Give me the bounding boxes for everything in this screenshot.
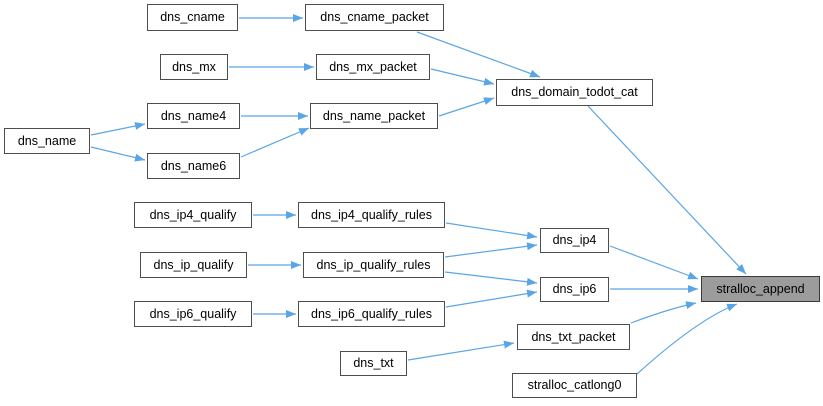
edge-dns_txt_packet-to-stralloc_append bbox=[630, 301, 697, 324]
node-dns_ip_qualify[interactable]: dns_ip_qualify bbox=[140, 252, 247, 278]
edge-dns_domain_todot_cat-to-stralloc_append bbox=[587, 105, 747, 275]
node-dns_name6[interactable]: dns_name6 bbox=[147, 153, 240, 179]
node-dns_name4[interactable]: dns_name4 bbox=[147, 103, 240, 129]
edge-dns_txt-to-dns_txt_packet bbox=[407, 340, 515, 361]
edge-dns_ip4-to-stralloc_append bbox=[609, 245, 699, 280]
node-dns_mx_packet[interactable]: dns_mx_packet bbox=[316, 54, 430, 80]
node-dns_domain_todot_cat[interactable]: dns_domain_todot_cat bbox=[496, 79, 653, 106]
edge-dns_ip6_qualify_rules-to-dns_ip6 bbox=[445, 289, 538, 308]
edge-dns_name-to-dns_name4 bbox=[90, 122, 146, 136]
node-dns_cname[interactable]: dns_cname bbox=[147, 4, 238, 31]
edge-dns_ip_qualify_rules-to-dns_ip4 bbox=[444, 242, 538, 258]
node-dns_ip4_qualify_rules[interactable]: dns_ip4_qualify_rules bbox=[298, 202, 445, 228]
node-stralloc_catlong0[interactable]: stralloc_catlong0 bbox=[512, 373, 637, 398]
node-dns_ip6_qualify[interactable]: dns_ip6_qualify bbox=[134, 301, 252, 327]
edge-dns_ip_qualify_rules-to-dns_ip6 bbox=[444, 271, 538, 286]
node-dns_mx[interactable]: dns_mx bbox=[160, 54, 228, 80]
node-dns_cname_packet[interactable]: dns_cname_packet bbox=[305, 4, 444, 31]
node-dns_ip4_qualify[interactable]: dns_ip4_qualify bbox=[134, 202, 252, 228]
node-dns_txt_packet[interactable]: dns_txt_packet bbox=[517, 324, 630, 350]
node-dns_ip6[interactable]: dns_ip6 bbox=[540, 277, 609, 302]
edge-dns_name_packet-to-dns_domain_todot_cat bbox=[438, 97, 495, 117]
node-dns_ip_qualify_rules[interactable]: dns_ip_qualify_rules bbox=[303, 252, 444, 278]
node-dns_txt[interactable]: dns_txt bbox=[340, 351, 407, 376]
node-stralloc_append[interactable]: stralloc_append bbox=[701, 276, 820, 302]
node-dns_ip6_qualify_rules[interactable]: dns_ip6_qualify_rules bbox=[298, 301, 445, 327]
node-dns_name[interactable]: dns_name bbox=[4, 128, 90, 154]
edge-dns_mx_packet-to-dns_domain_todot_cat bbox=[430, 68, 495, 86]
node-dns_name_packet[interactable]: dns_name_packet bbox=[310, 103, 438, 129]
node-dns_ip4[interactable]: dns_ip4 bbox=[540, 228, 609, 253]
edge-stralloc_catlong0-to-stralloc_append bbox=[636, 303, 738, 375]
edge-dns_ip4_qualify_rules-to-dns_ip4 bbox=[445, 222, 538, 240]
edge-dns_cname_packet-to-dns_domain_todot_cat bbox=[416, 31, 541, 78]
edge-dns_name6-to-dns_name_packet bbox=[240, 127, 310, 158]
edge-dns_name-to-dns_name6 bbox=[90, 146, 146, 162]
